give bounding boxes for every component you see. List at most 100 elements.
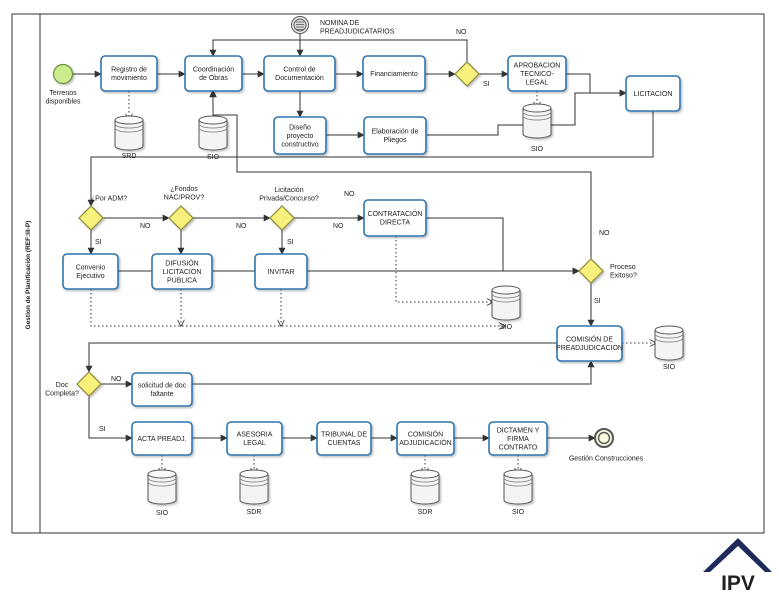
datastore-label: SDR (247, 509, 262, 516)
task-difusion-label-line: DIFUSIÓN (165, 258, 198, 267)
logo-text: IPV (721, 572, 755, 595)
logo-roof-icon (703, 538, 772, 572)
task-registro-label-line: Registro de (111, 67, 147, 74)
task-tribunal-label-line: CUENTAS (328, 440, 361, 447)
database-icon-top (114, 115, 144, 125)
gateway-diamond (269, 205, 295, 231)
label-fin-si: SI (483, 81, 490, 88)
database-icon-ring (503, 481, 533, 487)
gateway-g_fondos[interactable] (168, 205, 194, 231)
database-icon-ring (654, 337, 684, 343)
task-box (131, 421, 193, 456)
task-box (273, 116, 327, 155)
gateway-diamond (76, 371, 102, 397)
datastore-ds_sio2[interactable]: SIO (522, 103, 552, 153)
datastore-ds_sio1[interactable]: SIO (198, 115, 228, 161)
gateway-g_proc[interactable] (578, 258, 604, 284)
flow-solicitud-comision (192, 360, 595, 385)
database-icon-ring (239, 481, 269, 487)
start-circle (52, 63, 74, 85)
label-proc-no: NO (599, 230, 610, 237)
task-financiamiento[interactable]: Financiamiento (362, 55, 426, 92)
gateway-fondos-label-line: ¿Fondos (170, 186, 198, 193)
task-elaboracion-label-line: Pliegos (384, 137, 407, 144)
flow-gateway-no-coordinacion (209, 39, 468, 62)
task-convenio-label-line: Convenio (76, 265, 106, 272)
flow-comision-doc (85, 342, 589, 373)
task-box (363, 199, 427, 237)
database-icon-ring (114, 127, 144, 133)
task-box (254, 253, 308, 290)
datastore-ds_sdr1[interactable]: SDR (239, 469, 269, 516)
database-icon-ring (491, 293, 521, 299)
gateway-g_adm[interactable] (78, 205, 104, 231)
datastore-ds_srd[interactable]: SRD (114, 115, 144, 160)
label-fondos-no: NO (236, 223, 247, 230)
gateway-fondos-label-line: NAC/PROV? (164, 195, 205, 202)
task-financiamiento-label-line: Financiamiento (370, 71, 418, 78)
task-dictamen-label-line: CONTRATO (499, 444, 538, 451)
database-icon-ring (503, 477, 533, 483)
task-diseno-label-line: Diseño (289, 124, 311, 131)
task-box (263, 55, 336, 92)
gateway-g_doc[interactable] (76, 371, 102, 397)
flow-licitacion-adm (87, 111, 654, 207)
task-box (131, 372, 193, 407)
task-solicitud-label-line: faltante (151, 391, 174, 398)
task-licitacion[interactable]: LICITACION (625, 75, 681, 112)
ipv-logo: IPV (703, 538, 772, 595)
datastore-ds_sio6[interactable]: SIO (503, 469, 533, 516)
task-box (184, 55, 243, 92)
gateway-g_lic[interactable] (269, 205, 295, 231)
task-box (316, 421, 372, 456)
task-comision_adj-label-line: COMISIÓN (408, 430, 443, 439)
task-box (488, 421, 548, 456)
task-invitar[interactable]: INVITAR (254, 253, 308, 290)
database-icon-ring (239, 477, 269, 483)
task-box (507, 55, 567, 92)
gateway-adm-label-line: ¿Por ADM? (91, 195, 127, 202)
task-box (363, 116, 427, 155)
task-aprobacion-label-line: LEGAL (526, 79, 549, 86)
datastore-ds_sio4[interactable]: SIO (654, 325, 684, 371)
datastore-ds_sio3[interactable]: SIO (491, 285, 521, 331)
database-icon-ring (410, 481, 440, 487)
datastore-label: SIO (207, 154, 220, 161)
label-lic-no-lower: NO (333, 223, 344, 230)
gateway-doc-label-line: Doc (56, 382, 69, 389)
database-icon-top (503, 469, 533, 479)
task-contratacion-label-line: DIRECTA (380, 220, 411, 227)
end-event[interactable]: Gestión Construcciones (569, 428, 644, 462)
database-icon-ring (114, 123, 144, 129)
datastore-ds_sio5[interactable]: SIO (147, 469, 177, 517)
flow-doc-si-acta (88, 396, 133, 442)
task-acta[interactable]: ACTA PREADJ. (131, 421, 193, 456)
gateway-proc-label-line: Proceso (610, 264, 636, 271)
start-label-line: disponibles (45, 99, 81, 106)
task-tribunal-label-line: TRIBUNAL DE (321, 432, 367, 439)
database-icon-ring (198, 127, 228, 133)
gateway-g_fin[interactable] (454, 61, 480, 87)
datastore-ds_sdr2[interactable]: SDR (410, 469, 440, 516)
label-proc-si: SI (594, 298, 601, 305)
end-inner (597, 431, 611, 445)
task-solicitud-label-line: solicitud de doc (138, 383, 187, 390)
